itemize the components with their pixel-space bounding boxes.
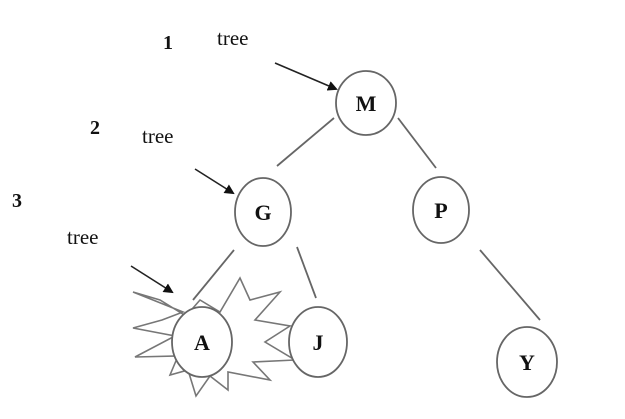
node-a: [171, 306, 233, 378]
node-y: [496, 326, 558, 398]
edge-p-y: [479, 249, 541, 321]
node-m: [335, 70, 397, 136]
edge-m-g: [276, 117, 335, 167]
node-g: [234, 177, 292, 247]
node-j: [288, 306, 348, 378]
arrow-level-2: [194, 168, 235, 195]
edge-g-j: [296, 246, 317, 299]
arrow-level-1: [274, 62, 338, 91]
node-label-y: Y: [519, 350, 535, 375]
edge-g-a: [192, 249, 235, 301]
edge-m-p: [397, 117, 437, 169]
node-label-m: M: [356, 91, 377, 116]
arrow-level-3: [130, 265, 174, 294]
node-label-p: P: [434, 198, 447, 223]
node-label-g: G: [254, 200, 271, 225]
node-label-a: A: [194, 330, 210, 355]
level-label-3: tree: [67, 225, 98, 249]
level-number-2: 2: [90, 117, 100, 139]
node-label-j: J: [313, 330, 324, 355]
level-label-1: tree: [217, 26, 248, 50]
level-number-1: 1: [163, 32, 173, 54]
node-p: [412, 176, 470, 244]
level-number-3: 3: [12, 190, 22, 212]
level-label-2: tree: [142, 124, 173, 148]
